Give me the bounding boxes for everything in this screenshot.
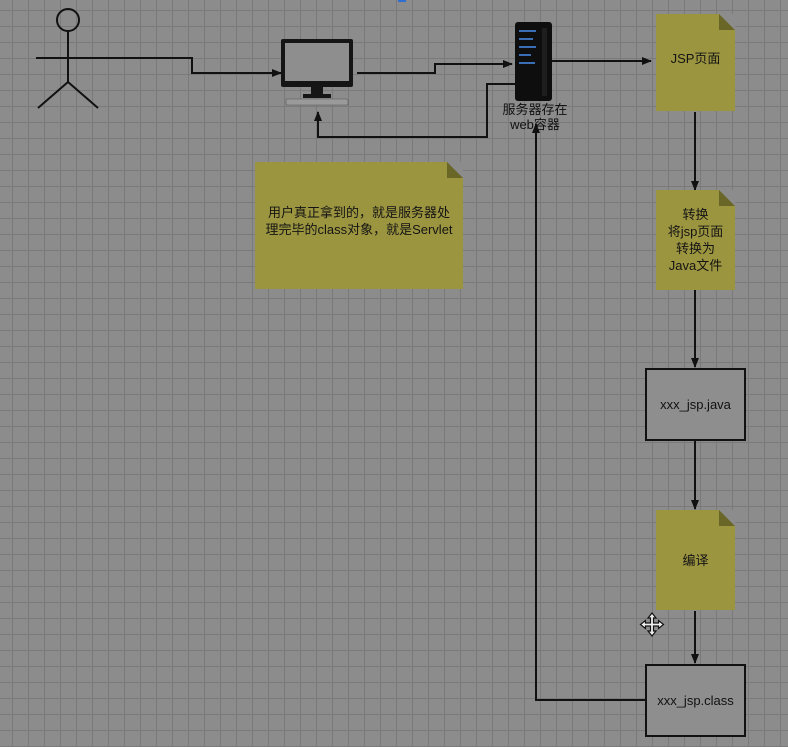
desktop-computer-icon — [281, 39, 353, 106]
note-compile-text: 编译 — [682, 552, 709, 568]
server-rack-icon — [515, 22, 552, 101]
note-convert: 转换 将jsp页面 转换为 Java文件 — [656, 190, 735, 290]
note-fold — [719, 510, 735, 526]
note-compile: 编译 — [656, 510, 735, 610]
user-stick-figure-icon — [36, 8, 102, 109]
note-user-gets-servlet: 用户真正拿到的，就是服务器处 理完毕的class对象，就是Servlet — [255, 162, 463, 289]
server-label: 服务器存在 web容器 — [502, 102, 568, 132]
note-user-gets-servlet-text: 用户真正拿到的，就是服务器处 理完毕的class对象，就是Servlet — [265, 204, 453, 237]
note-fold — [719, 14, 735, 30]
note-jsp-page: JSP页面 — [656, 14, 735, 111]
arrow-class-to-server — [532, 123, 645, 701]
box-java-file: xxx_jsp.java — [645, 368, 746, 441]
move-cursor-icon — [639, 612, 665, 637]
box-class-file: xxx_jsp.class — [645, 664, 746, 737]
note-fold — [447, 162, 463, 178]
top-accent-bar — [398, 0, 406, 2]
arrow-computer-to-server — [357, 60, 513, 74]
arrow-server-to-computer — [314, 83, 515, 138]
note-jsp-page-text: JSP页面 — [670, 51, 721, 66]
note-convert-text: 转换 将jsp页面 转换为 Java文件 — [667, 207, 724, 273]
arrow-user-to-computer — [102, 57, 282, 77]
note-fold — [719, 190, 735, 206]
